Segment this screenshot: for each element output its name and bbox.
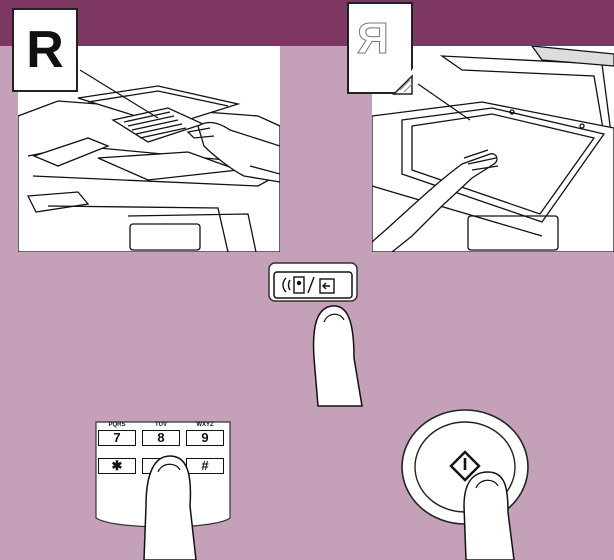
start-finger-icon <box>452 466 532 560</box>
top-band <box>0 0 614 46</box>
mirrored-letter: R <box>357 14 389 64</box>
pointing-finger-icon <box>300 298 380 408</box>
key-7-letters: PQRS <box>98 422 136 428</box>
page-corner-icon <box>392 68 414 96</box>
keypad-finger-icon <box>134 446 214 560</box>
key-star[interactable]: ✱ <box>98 458 136 474</box>
key-8-letters: TUV <box>142 422 180 428</box>
fax-scan-mode-button[interactable] <box>268 262 358 302</box>
original-letter: R <box>26 20 64 80</box>
key-9-letters: WXYZ <box>186 422 224 428</box>
key-8[interactable]: 8 <box>142 430 180 446</box>
key-9[interactable]: 9 <box>186 430 224 446</box>
key-7[interactable]: 7 <box>98 430 136 446</box>
original-document-card: R <box>12 8 78 92</box>
